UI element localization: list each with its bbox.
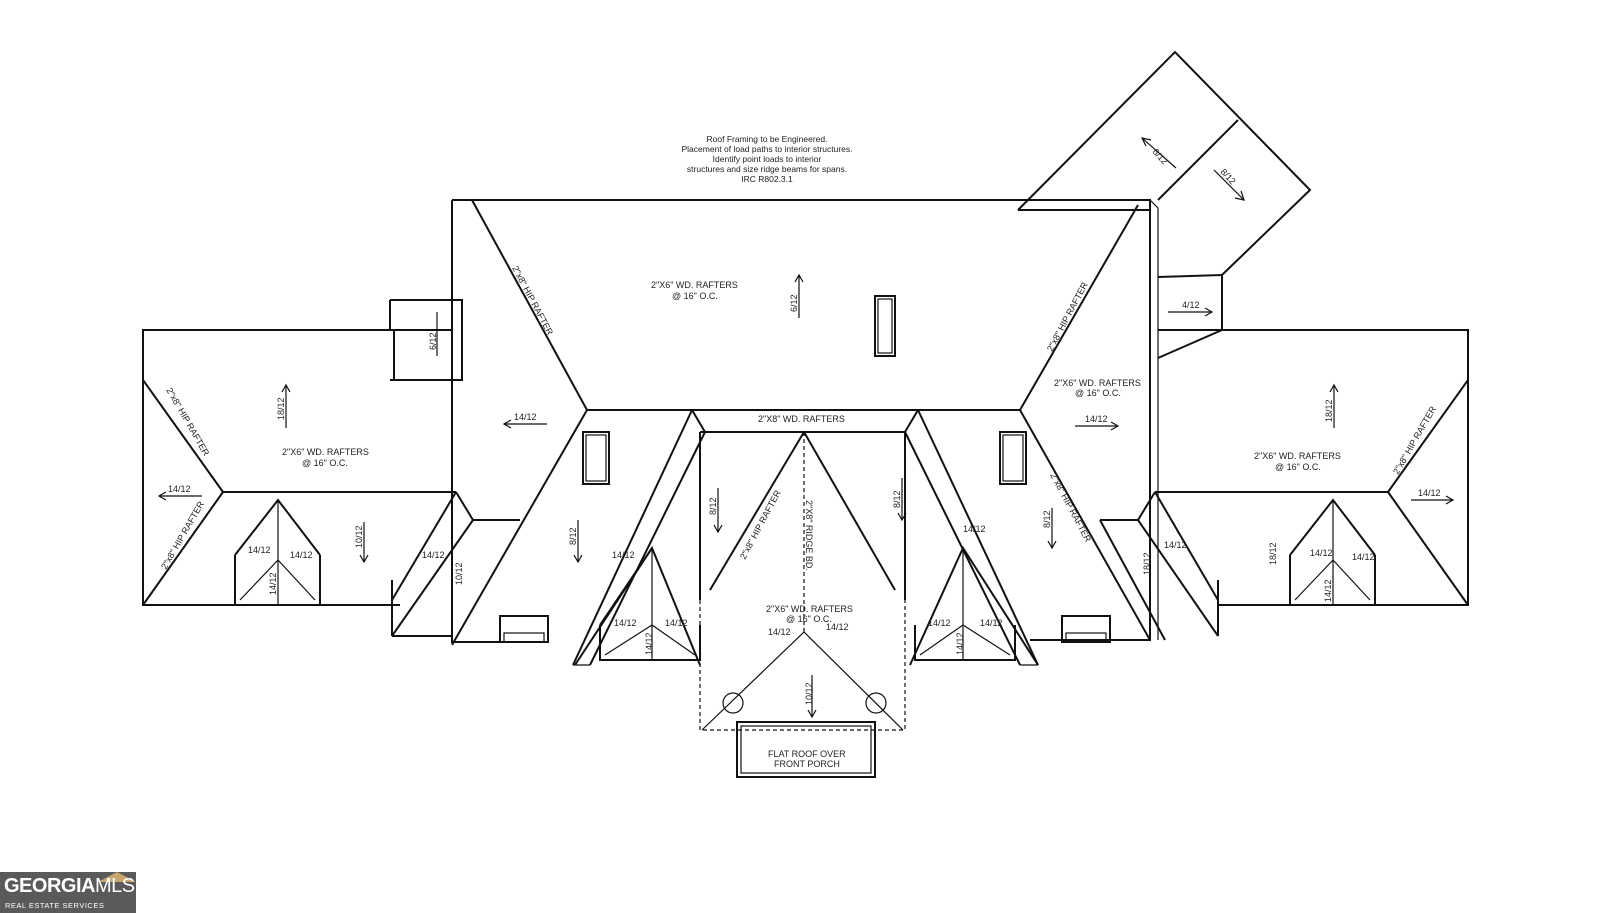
engineering-note-line-2: Placement of load paths to interior stru… — [681, 144, 852, 154]
main-roof — [451, 199, 1159, 666]
pitch-label: 6/12 — [428, 332, 438, 350]
pitch-label: 14/12 — [665, 618, 688, 628]
left-wing-roof — [142, 299, 520, 637]
pitch-label: 6/12 — [789, 294, 799, 312]
vent-box-left — [499, 615, 549, 643]
engineering-note-line-3: Identify point loads to interior — [713, 154, 822, 164]
engineering-note-line-4: structures and size ridge beams for span… — [687, 164, 847, 174]
pitch-label: 14/12 — [955, 632, 965, 655]
angled-wing-roof — [1017, 50, 1312, 359]
rafters-oc-left: @ 16" O.C. — [302, 458, 348, 468]
pitch-label: 8/12 — [892, 490, 902, 508]
pitch-label: 8/12 — [1042, 510, 1052, 528]
pitch-label: 10/12 — [454, 562, 464, 585]
pitch-label: 14/12 — [612, 550, 635, 560]
pitch-label: 14/12 — [644, 632, 654, 655]
logo-brand-georgia: GEORGIA — [4, 875, 95, 897]
right-wing-roof — [1099, 329, 1469, 641]
porch-rafters-oc: @ 16" O.C. — [786, 614, 832, 624]
engineering-note-line-1: Roof Framing to be Engineered. — [707, 134, 828, 144]
porch-rafters-label: 2"X6" WD. RAFTERS — [766, 604, 853, 614]
left-dormer — [234, 498, 321, 606]
hip-rafter-label-7: 2"x8" HIP RAFTER — [738, 488, 783, 561]
rafters-2x8-label: 2"X8" WD. RAFTERS — [758, 414, 845, 424]
skylight-center — [874, 295, 896, 357]
rafters-oc-right: @ 16" O.C. — [1075, 388, 1121, 398]
skylight-left — [582, 431, 610, 485]
engineering-note-line-5: IRC R802.3.1 — [741, 174, 793, 184]
pitch-label: 14/12 — [980, 618, 1003, 628]
rafters-oc-main: @ 16" O.C. — [672, 291, 718, 301]
flat-roof-label-1: FLAT ROOF OVER — [768, 749, 846, 759]
hip-rafter-label-6: 2"x8" HIP RAFTER — [1048, 471, 1093, 544]
pitch-label: 18/12 — [1268, 542, 1278, 565]
pitch-label: 14/12 — [1310, 548, 1333, 558]
pitch-label: 8/12 — [568, 527, 578, 545]
pitch-label: 10/12 — [804, 682, 814, 705]
pitch-label: 14/12 — [768, 627, 791, 637]
pitch-label: 14/12 — [168, 484, 191, 494]
logo-brand-mls: MLS — [94, 875, 135, 897]
front-right-gable — [909, 545, 1039, 666]
rafters-label-far-right: 2"X6" WD. RAFTERS — [1254, 451, 1341, 461]
pitch-label: 18/12 — [1324, 399, 1334, 422]
pitch-label: 14/12 — [826, 622, 849, 632]
pitch-label: 14/12 — [290, 550, 313, 560]
rafters-label-main: 2"X6" WD. RAFTERS — [651, 280, 738, 290]
front-left-gable — [574, 545, 701, 666]
pitch-label: 14/12 — [963, 524, 986, 534]
ridge-bd-label: 2"X8" RIDGE BD. — [804, 500, 814, 571]
hip-rafter-label-3: 2"x8" HIP RAFTER — [164, 386, 211, 458]
pitch-label: 14/12 — [268, 572, 278, 595]
flat-roof-porch — [736, 721, 876, 778]
pitch-label: 14/12 — [248, 545, 271, 555]
pitch-label: 14/12 — [1352, 552, 1375, 562]
logo-roof-icon — [98, 872, 136, 882]
hip-rafter-label-4: 2"x8" HIP RAFTER — [159, 499, 206, 571]
pitch-label: 14/12 — [1085, 414, 1108, 424]
pitch-arrows — [157, 137, 1455, 719]
rafters-oc-far-right: @ 16" O.C. — [1275, 462, 1321, 472]
hip-rafter-label-1: 2"x8" HIP RAFTER — [510, 264, 555, 337]
pitch-label: 14/12 — [1323, 579, 1333, 602]
pitch-label: 14/12 — [928, 618, 951, 628]
flat-roof-label-2: FRONT PORCH — [774, 759, 840, 769]
hip-rafter-label-5: 2"x8" HIP RAFTER — [1391, 404, 1438, 476]
pitch-label: 18/12 — [276, 397, 286, 420]
pitch-label: 8/12 — [708, 497, 718, 515]
georgia-mls-logo: GEORGIAMLS REAL ESTATE SERVICES — [0, 872, 136, 913]
pitch-label: 14/12 — [1164, 540, 1187, 550]
pitch-label: 14/12 — [1418, 488, 1441, 498]
pitch-label: 4/12 — [1182, 300, 1200, 310]
rafters-label-right: 2"X6" WD. RAFTERS — [1054, 378, 1141, 388]
pitch-label: 8/12 — [1219, 167, 1238, 187]
vent-box-right — [1061, 615, 1111, 643]
hip-rafter-label-2: 2"x8" HIP RAFTER — [1045, 280, 1090, 353]
pitch-label: 14/12 — [422, 550, 445, 560]
right-dormer — [1289, 498, 1376, 606]
skylight-right — [999, 431, 1027, 485]
pitch-label: 18/12 — [1142, 552, 1152, 575]
porch-gable — [699, 431, 906, 778]
pitch-label: 14/12 — [514, 412, 537, 422]
logo-tagline: REAL ESTATE SERVICES — [5, 901, 105, 910]
rafters-label-left: 2"X6" WD. RAFTERS — [282, 447, 369, 457]
logo-brand: GEORGIAMLS — [4, 875, 135, 898]
pitch-label: 14/12 — [614, 618, 637, 628]
pitch-label: 10/12 — [354, 525, 364, 548]
pitch-label: 6/12 — [1151, 147, 1170, 167]
